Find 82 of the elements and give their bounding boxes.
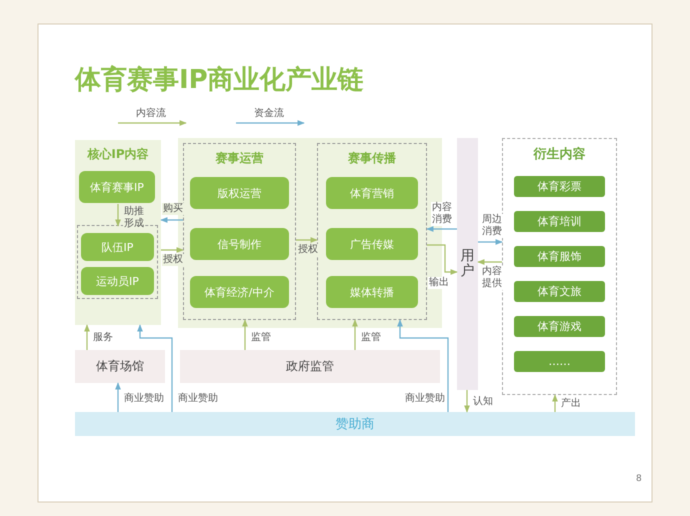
arrow: [478, 239, 503, 245]
box-label: 体育培训: [538, 214, 582, 229]
dashed-group: [502, 138, 617, 395]
arrow: [352, 319, 358, 350]
edge-label: 输出: [428, 277, 450, 289]
edge-label: 内容提供: [481, 266, 503, 290]
arrow: [477, 259, 502, 265]
arrow: [115, 382, 121, 412]
arrow: [552, 394, 558, 412]
arrow: [296, 237, 318, 243]
category-box: [326, 228, 418, 260]
category-box: [514, 211, 605, 232]
box-label: 体育赛事IP: [90, 180, 144, 194]
edge-label: 监管: [250, 332, 272, 344]
category-box: [190, 276, 289, 308]
box-label: 运动员IP: [96, 274, 139, 288]
edge-label: 认知: [472, 396, 494, 408]
category-box: [514, 316, 605, 337]
arrow: [160, 217, 183, 223]
edge-label: 周边消费: [481, 214, 503, 238]
box-label: 体育文旅: [538, 284, 582, 299]
band-label: 体育场馆: [96, 358, 144, 375]
box-label: 信号制作: [218, 236, 262, 252]
edge-label: 商业赞助: [404, 393, 446, 405]
band-label: 政府监管: [286, 358, 334, 375]
dashed-group: [317, 143, 427, 320]
category-box: [514, 351, 605, 372]
edge-label: 服务: [92, 332, 114, 344]
arrow: [427, 244, 458, 275]
group-heading: 赛事运营: [214, 150, 264, 167]
group-heading: 衍生内容: [532, 146, 586, 163]
user-band: [457, 138, 478, 390]
category-box: [514, 281, 605, 302]
title: 体育赛事IP商业化产业链: [75, 64, 364, 97]
group-heading: 赛事传播: [347, 150, 397, 167]
edge-label: 产出: [560, 398, 582, 410]
arrow: [115, 204, 121, 227]
box-label: 体育彩票: [538, 179, 582, 194]
arrow: [426, 226, 457, 232]
edge-label: 助推形成: [123, 206, 145, 230]
arrow: [464, 390, 470, 413]
box-label: 体育游戏: [538, 319, 582, 334]
page-number: 8: [636, 474, 642, 484]
category-box: [81, 233, 154, 261]
category-box: [79, 171, 155, 203]
box-label: 广告传媒: [350, 236, 394, 252]
stakeholder-band: [180, 350, 440, 383]
legend-label: 资金流: [254, 106, 284, 120]
arrow: [242, 319, 248, 350]
legend-label: 内容流: [136, 106, 166, 120]
category-box: [326, 276, 418, 308]
arrow: [161, 247, 184, 253]
box-label: 体育服饰: [538, 249, 582, 264]
category-box: [190, 177, 289, 209]
dashed-group: [183, 143, 296, 320]
arrow: [397, 319, 449, 412]
category-box: [514, 246, 605, 267]
arrow: [84, 324, 90, 350]
edge-label: 授权: [297, 244, 319, 256]
box-label: 体育营销: [350, 186, 394, 200]
group-panel: [75, 140, 161, 325]
arrow: [137, 324, 173, 412]
box-label: ……: [548, 355, 570, 368]
category-box: [326, 177, 418, 209]
band-label: 用户: [460, 248, 474, 280]
sponsor-band: [75, 412, 635, 436]
stakeholder-band: [75, 350, 165, 383]
edge-label: 购买: [162, 203, 184, 215]
box-label: 队伍IP: [102, 240, 134, 254]
box-label: 体育经济/中介: [204, 284, 274, 300]
box-label: 媒体转播: [350, 284, 394, 300]
edge-label: 商业赞助: [123, 393, 165, 405]
edge-label: 监管: [360, 332, 382, 344]
band-label: 赞助商: [336, 416, 374, 433]
box-label: 版权运营: [218, 186, 262, 200]
category-box: [81, 267, 154, 295]
edge-label: 授权: [162, 254, 184, 266]
edge-label: 内容消费: [431, 202, 453, 226]
group-heading: 核心IP内容: [86, 146, 150, 163]
category-box: [190, 228, 289, 260]
category-box: [514, 176, 605, 197]
edge-label: 商业赞助: [177, 393, 219, 405]
